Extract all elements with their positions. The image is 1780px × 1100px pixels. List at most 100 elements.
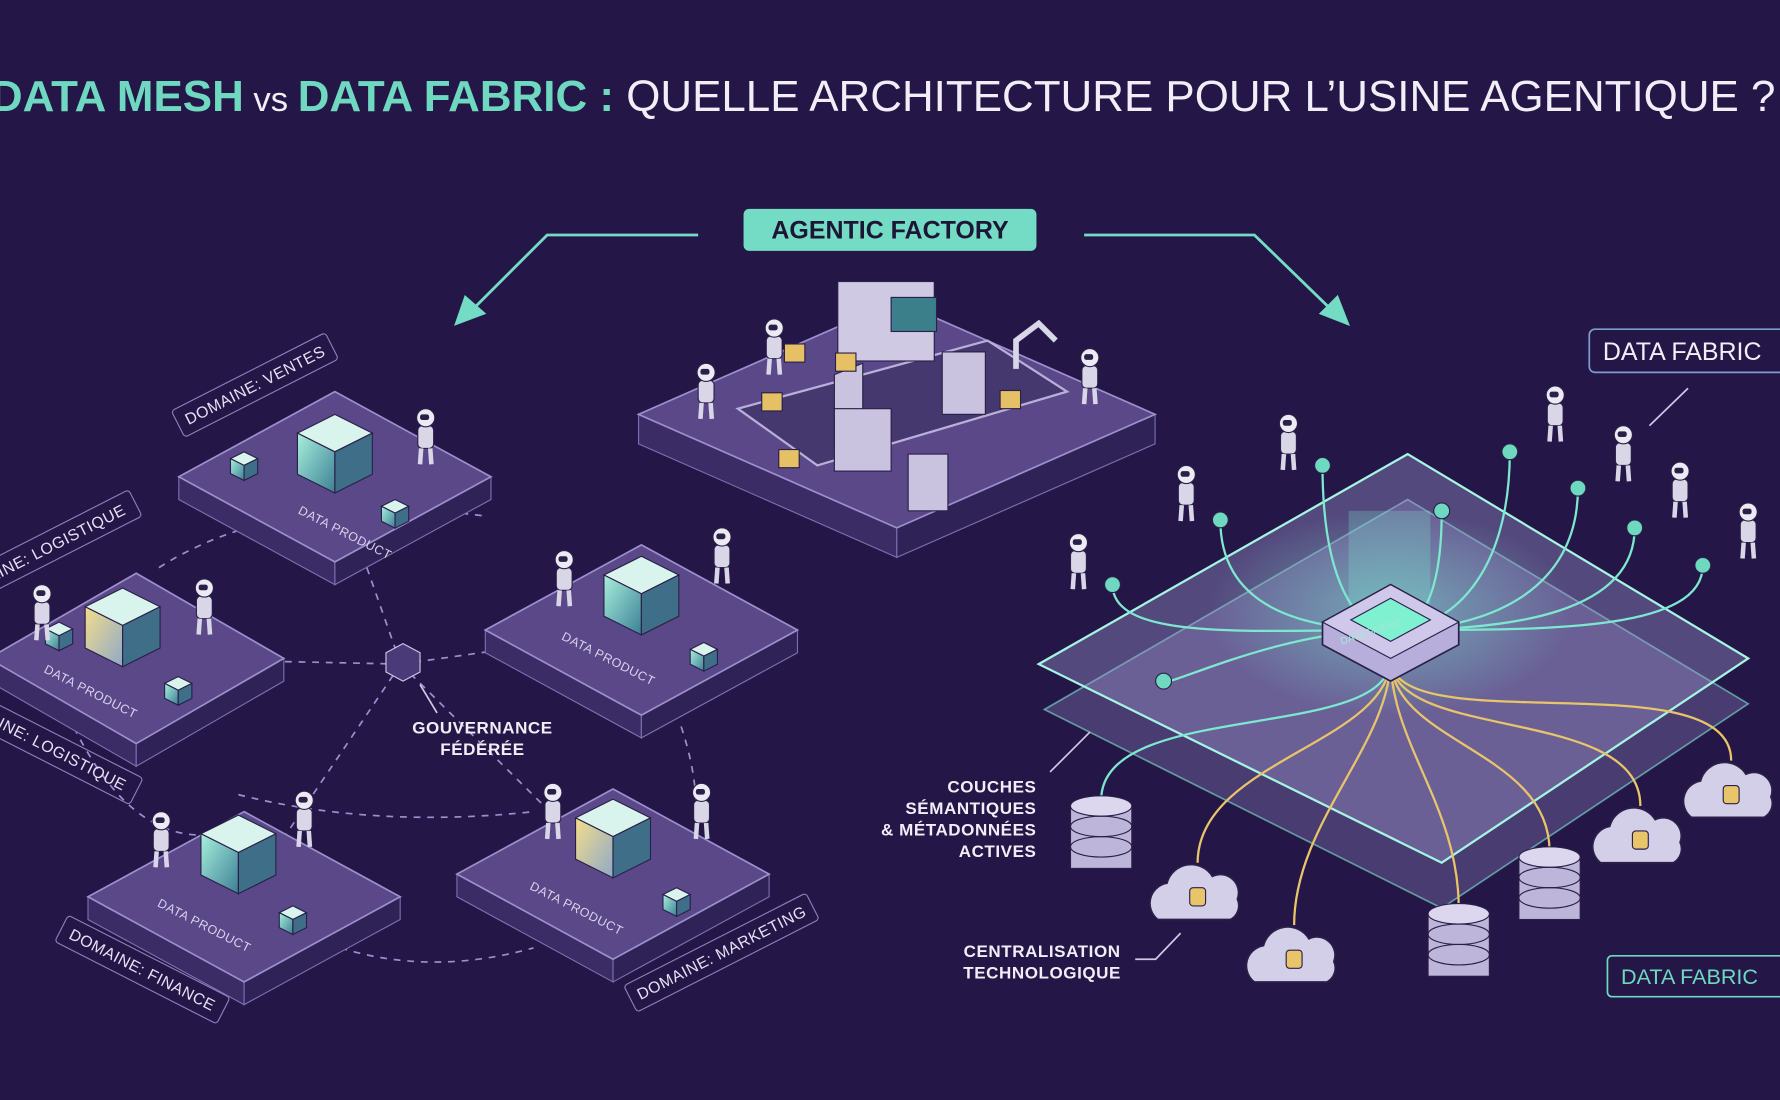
title-data-mesh: DATA MESH	[0, 73, 244, 121]
data-fabric-diagram	[1036, 385, 1774, 983]
robot-leg	[427, 448, 434, 465]
cloud-storage-icon	[1245, 926, 1337, 983]
robot-agent	[151, 811, 171, 868]
data-wire	[1292, 658, 1392, 926]
cube-right	[292, 911, 308, 936]
robot-body	[697, 379, 715, 404]
data-product-cube	[574, 798, 652, 879]
factory-screen	[890, 296, 938, 333]
robot-body	[295, 807, 313, 832]
robot-leg	[776, 358, 783, 375]
data-fabric-server	[1321, 583, 1460, 683]
robot-body	[765, 335, 783, 360]
small-cube	[163, 675, 194, 707]
cube-right	[243, 457, 259, 482]
robot-leg	[1092, 388, 1098, 405]
connector-plug	[1569, 479, 1587, 497]
robot-leg	[566, 590, 573, 607]
cube-right	[394, 505, 410, 530]
robot-body	[1279, 430, 1297, 455]
connector-plug	[1155, 672, 1173, 690]
small-cube	[229, 451, 259, 482]
data-product-cube	[83, 587, 162, 668]
cloud-storage-icon	[1149, 863, 1240, 921]
robot-visor	[700, 368, 710, 375]
note-line: TECHNOLOGIQUE	[963, 964, 1121, 983]
database-ring	[1427, 943, 1490, 966]
note-line: CENTRALISATION	[964, 942, 1121, 961]
cube-right	[334, 432, 373, 494]
note-line: ACTIVES	[959, 842, 1037, 861]
robot-leg	[44, 624, 50, 641]
cube-right	[122, 605, 161, 668]
robot-leg	[1280, 453, 1287, 471]
server-screen	[1349, 597, 1432, 643]
package-box	[761, 392, 783, 412]
cube-right	[676, 893, 691, 918]
robot-visor	[420, 414, 430, 421]
data-wire	[1389, 658, 1733, 761]
robot-body	[1546, 402, 1564, 427]
robot-leg	[714, 567, 720, 584]
robot-body	[1671, 478, 1689, 503]
robot-leg	[1740, 542, 1746, 559]
robot-visor	[716, 533, 726, 540]
robot-visor	[1180, 471, 1190, 477]
robot-arm	[1013, 319, 1058, 369]
robot-body	[1614, 442, 1632, 466]
robot-body	[544, 799, 562, 824]
cloud-db	[1722, 784, 1740, 805]
factory-machinery	[696, 280, 1100, 512]
connector-plug	[1313, 456, 1332, 474]
robot-body	[417, 425, 435, 449]
cloud-db	[1631, 830, 1649, 850]
robot-body	[152, 828, 170, 852]
robot-visor	[36, 590, 46, 596]
robot-visor	[547, 788, 557, 795]
robot-agent	[416, 408, 436, 465]
governance-line-1: GOUVERNANCE	[412, 718, 553, 737]
governance-label: GOUVERNANCE FÉDÉRÉE	[412, 684, 553, 759]
data-product-cube	[296, 413, 374, 494]
robot-body	[33, 601, 51, 625]
cube-right	[58, 627, 74, 652]
robot-leg	[1070, 573, 1077, 590]
robot-visor	[198, 584, 208, 591]
agentic-factory-label: AGENTIC FACTORY	[771, 216, 1009, 244]
cube-right	[703, 648, 719, 673]
robot-agent	[294, 790, 314, 848]
robot-agent	[194, 578, 214, 635]
scanner-gate	[941, 351, 986, 415]
scanner-gate	[833, 408, 892, 472]
platforms	[0, 280, 1158, 1006]
database-icon	[1069, 795, 1133, 869]
database-ring	[1069, 795, 1133, 817]
robot-leg	[1188, 504, 1195, 522]
robot-leg	[703, 822, 710, 840]
connector-plug	[1103, 576, 1122, 594]
governance-node	[385, 643, 421, 682]
robot-agent	[1080, 347, 1100, 405]
robot-visor	[1084, 354, 1094, 360]
robot-agent	[1068, 532, 1089, 590]
robot-leg	[1290, 453, 1297, 471]
robot-visor	[558, 556, 568, 562]
database-icon	[1518, 846, 1581, 921]
cloud-db	[1189, 887, 1207, 907]
governance-line-2: FÉDÉRÉE	[440, 740, 524, 759]
robot-agent	[1738, 502, 1758, 559]
robot-agent	[691, 782, 712, 840]
connector-plug	[1501, 443, 1519, 461]
robot-leg	[1615, 465, 1622, 482]
package-box	[783, 343, 806, 363]
robot-agent	[696, 362, 716, 420]
robot-agent	[1176, 464, 1196, 522]
connector-plug	[1626, 519, 1644, 537]
cloud-storage-icon	[1591, 806, 1683, 864]
small-cube	[380, 498, 410, 530]
robot-leg	[1178, 504, 1185, 522]
robot-leg	[34, 624, 40, 641]
robot-leg	[1081, 388, 1088, 405]
data-wire	[1100, 658, 1392, 801]
